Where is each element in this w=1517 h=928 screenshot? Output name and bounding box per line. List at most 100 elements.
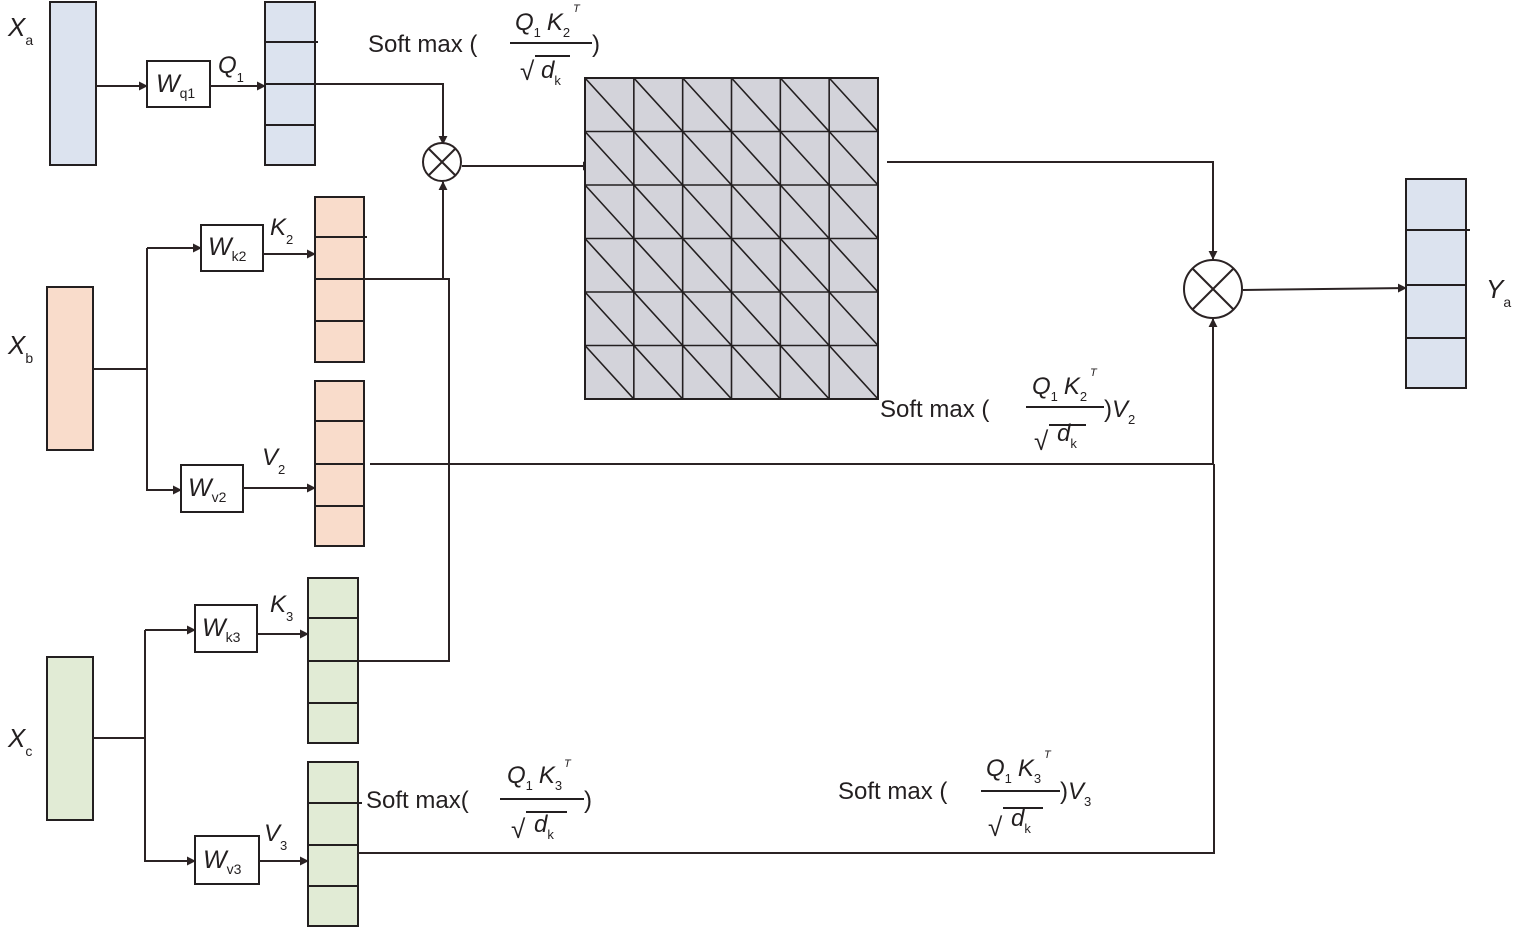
svg-text:Wq1: Wq1 bbox=[156, 70, 195, 101]
grid-cell-diagonal bbox=[779, 130, 830, 186]
svg-text:Soft max(: Soft max( bbox=[366, 787, 469, 814]
svg-text:Wv3: Wv3 bbox=[203, 846, 242, 877]
grid-cell-diagonal bbox=[730, 130, 781, 186]
wire-v3-multiply bbox=[358, 464, 1215, 854]
wire-xb-branch bbox=[93, 248, 148, 370]
grid-cell-diagonal bbox=[633, 184, 684, 240]
wire-xb-wv2 bbox=[146, 369, 182, 495]
grid-cell-diagonal bbox=[584, 77, 635, 133]
svg-text:Soft max (: Soft max ( bbox=[368, 31, 477, 58]
wire-k3-multiply bbox=[358, 278, 450, 662]
grid-cell-diagonal bbox=[828, 184, 879, 240]
grid-cell-diagonal bbox=[730, 291, 781, 347]
wire-xc-branch bbox=[93, 630, 146, 739]
input-block-xb bbox=[46, 286, 94, 451]
grid-cell-diagonal bbox=[584, 237, 635, 293]
grid-cell-diagonal bbox=[730, 344, 781, 400]
svg-text:√: √ bbox=[511, 814, 526, 844]
svg-text:√: √ bbox=[1034, 426, 1049, 456]
weight-box-wv2: Wv2 bbox=[180, 464, 244, 513]
vector-block-v3 bbox=[307, 761, 362, 927]
svg-text:dk: dk bbox=[1011, 805, 1031, 836]
svg-text:T: T bbox=[1044, 749, 1052, 761]
input-label-xc: Xc bbox=[7, 723, 32, 759]
wire-xc-wv3 bbox=[144, 738, 196, 866]
svg-text:dk: dk bbox=[534, 811, 554, 842]
vector-block-k2 bbox=[314, 196, 367, 363]
weight-box-wq1: Wq1 bbox=[146, 60, 211, 108]
grid-cell-diagonal bbox=[682, 291, 733, 347]
wire-multiply-ya bbox=[1242, 283, 1407, 293]
svg-text:): ) bbox=[592, 31, 600, 58]
wire-grid-multiply bbox=[887, 161, 1218, 260]
svg-text:√: √ bbox=[988, 812, 1003, 842]
grid-cell-diagonal bbox=[779, 344, 830, 400]
svg-text:dk: dk bbox=[1057, 420, 1077, 451]
grid-cell-diagonal bbox=[828, 237, 879, 293]
svg-text:T: T bbox=[573, 3, 581, 15]
svg-text:Wv2: Wv2 bbox=[188, 474, 227, 505]
attention-matrix-grid bbox=[584, 77, 879, 400]
grid-cell-diagonal bbox=[584, 130, 635, 186]
grid-cell-diagonal bbox=[828, 77, 879, 133]
grid-cell-diagonal bbox=[779, 77, 830, 133]
svg-text:Wk2: Wk2 bbox=[208, 233, 247, 264]
grid-cell-diagonal bbox=[682, 184, 733, 240]
grid-cell-diagonal bbox=[584, 344, 635, 400]
input-label-xb: Xb bbox=[7, 330, 33, 366]
grid-cell-diagonal bbox=[633, 344, 684, 400]
grid-cell-diagonal bbox=[633, 291, 684, 347]
grid-cell-diagonal bbox=[633, 130, 684, 186]
vector-block-q1 bbox=[264, 1, 318, 166]
vector-label-v2: V2 bbox=[262, 444, 285, 477]
output-label-ya: Ya bbox=[1486, 274, 1511, 310]
grid-cell-diagonal bbox=[828, 344, 879, 400]
multiply-node-output bbox=[1183, 259, 1243, 319]
vector-label-q1: Q1 bbox=[218, 52, 244, 85]
grid-cell-diagonal bbox=[633, 237, 684, 293]
svg-text:): ) bbox=[584, 787, 592, 814]
grid-cell-diagonal bbox=[779, 291, 830, 347]
grid-cell-diagonal bbox=[633, 77, 684, 133]
weight-box-wv3: Wv3 bbox=[194, 835, 260, 885]
grid-cell-diagonal bbox=[828, 130, 879, 186]
input-label-xa: Xa bbox=[7, 12, 33, 48]
multiply-node-attention bbox=[422, 142, 462, 182]
svg-text:)V2: )V2 bbox=[1104, 396, 1135, 427]
wire-q1-multiply bbox=[315, 83, 448, 145]
svg-text:Wk3: Wk3 bbox=[202, 614, 241, 645]
grid-cell-diagonal bbox=[779, 184, 830, 240]
weight-box-wk2: Wk2 bbox=[200, 224, 264, 272]
svg-text:dk: dk bbox=[541, 57, 561, 88]
grid-cell-diagonal bbox=[828, 291, 879, 347]
vector-label-k3: K3 bbox=[270, 591, 293, 624]
grid-cell-diagonal bbox=[584, 291, 635, 347]
vector-block-k3 bbox=[307, 577, 359, 744]
svg-text:√: √ bbox=[520, 56, 535, 86]
grid-cell-diagonal bbox=[682, 130, 733, 186]
input-block-xa bbox=[49, 1, 97, 166]
grid-cell-diagonal bbox=[779, 237, 830, 293]
svg-text:)V3: )V3 bbox=[1060, 778, 1091, 809]
grid-cell-diagonal bbox=[682, 237, 733, 293]
vector-label-k2: K2 bbox=[270, 214, 293, 247]
vector-block-v2 bbox=[314, 380, 365, 547]
grid-cell-diagonal bbox=[682, 344, 733, 400]
input-block-xc bbox=[46, 656, 94, 821]
svg-text:T: T bbox=[564, 758, 572, 770]
grid-cell-diagonal bbox=[730, 184, 781, 240]
svg-text:Soft max (: Soft max ( bbox=[838, 778, 947, 805]
output-block-ya bbox=[1405, 178, 1470, 389]
svg-text:Soft max (: Soft max ( bbox=[880, 396, 989, 423]
grid-cell-diagonal bbox=[682, 77, 733, 133]
wire-k2-multiply bbox=[364, 181, 448, 280]
svg-text:T: T bbox=[1090, 367, 1098, 379]
